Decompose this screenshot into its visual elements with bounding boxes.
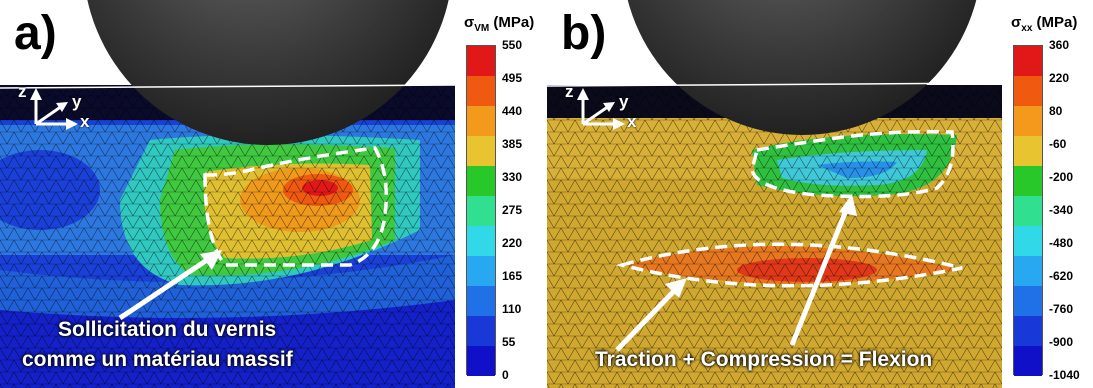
colorbar-tick-label: 360 [1049, 38, 1070, 52]
axis-x-label-b: x [627, 112, 637, 131]
colorbar-segment [1014, 166, 1042, 196]
simulation-image-b [547, 0, 1002, 388]
colorbar-segment [467, 226, 495, 256]
colorbar-segment [467, 346, 495, 376]
colorbar-tick-label: -480 [1049, 236, 1074, 250]
panel-a: a) z y x Sollicitation du vernis comme u… [0, 0, 546, 388]
colorbar-tick-label: -620 [1049, 269, 1074, 283]
simulation-image-a [0, 0, 455, 388]
colorbar-tick-label: -340 [1049, 203, 1074, 217]
colorbar-segment [1014, 76, 1042, 106]
colorbar-segment [467, 106, 495, 136]
colorbar-segment [1014, 346, 1042, 376]
colorbar-tick-label: 275 [502, 203, 523, 217]
colorbar-tick-label: 220 [502, 236, 523, 250]
colorbar-segment [1014, 136, 1042, 166]
colorbar-b: σxx (MPa) 360 220 80 -60 -200 -340 -480 -620 -76… [1009, 0, 1093, 388]
colorbar-tick-label: 385 [502, 137, 523, 151]
colorbar-segment [467, 166, 495, 196]
colorbar-gradient-b [1013, 45, 1043, 376]
colorbar-segment [467, 286, 495, 316]
colorbar-segment [467, 196, 495, 226]
colorbar-tick-label: 220 [1049, 71, 1070, 85]
colorbar-tick-label: 440 [502, 104, 523, 118]
colorbar-tick-label: 80 [1049, 104, 1063, 118]
colorbar-segment [1014, 196, 1042, 226]
colorbar-tick-label: 330 [502, 170, 523, 184]
colorbar-tick-label: 0 [502, 368, 509, 382]
panel-label-b: b) [561, 7, 607, 60]
annotation-line-1-a: Sollicitation du vernis [58, 318, 277, 341]
colorbar-tick-label: 110 [502, 302, 522, 316]
colorbar-segment [467, 136, 495, 166]
colorbar-segment [467, 256, 495, 286]
axis-z-label-a: z [18, 82, 27, 101]
colorbar-segment [1014, 46, 1042, 76]
colorbar-segment [467, 46, 495, 76]
colorbar-tick-label: -60 [1049, 137, 1067, 151]
colorbar-title-a: σVM (MPa) [464, 14, 535, 34]
colorbar-tick-label: 165 [502, 269, 523, 283]
colorbar-tick-label: -900 [1049, 335, 1074, 349]
annotation-b: Traction + Compression = Flexion [595, 348, 933, 371]
colorbar-segment [467, 76, 495, 106]
axis-x-label-a: x [80, 112, 90, 131]
colorbar-tick-label: 55 [502, 335, 516, 349]
colorbar-segment [1014, 286, 1042, 316]
colorbar-segment [467, 316, 495, 346]
axis-y-label-b: y [619, 92, 629, 111]
axis-y-label-a: y [72, 92, 82, 111]
colorbar-tick-label: -1040 [1049, 368, 1080, 382]
axis-z-label-b: z [565, 82, 574, 101]
colorbar-tick-label: 495 [502, 71, 523, 85]
colorbar-gradient-a [466, 45, 496, 376]
colorbar-segment [1014, 256, 1042, 286]
annotation-line-2-a: comme un matériau massif [22, 348, 293, 371]
panel-label-a: a) [14, 7, 57, 60]
colorbar-title-b: σxx (MPa) [1011, 14, 1078, 34]
colorbar-segment [1014, 226, 1042, 256]
colorbar-tick-label: 550 [502, 38, 523, 52]
colorbar-segment [1014, 316, 1042, 346]
colorbar-segment [1014, 106, 1042, 136]
colorbar-tick-label: -200 [1049, 170, 1074, 184]
panel-b: b) z y x Traction + Compression = Flexio… [547, 0, 1093, 388]
colorbar-tick-label: -760 [1049, 302, 1074, 316]
